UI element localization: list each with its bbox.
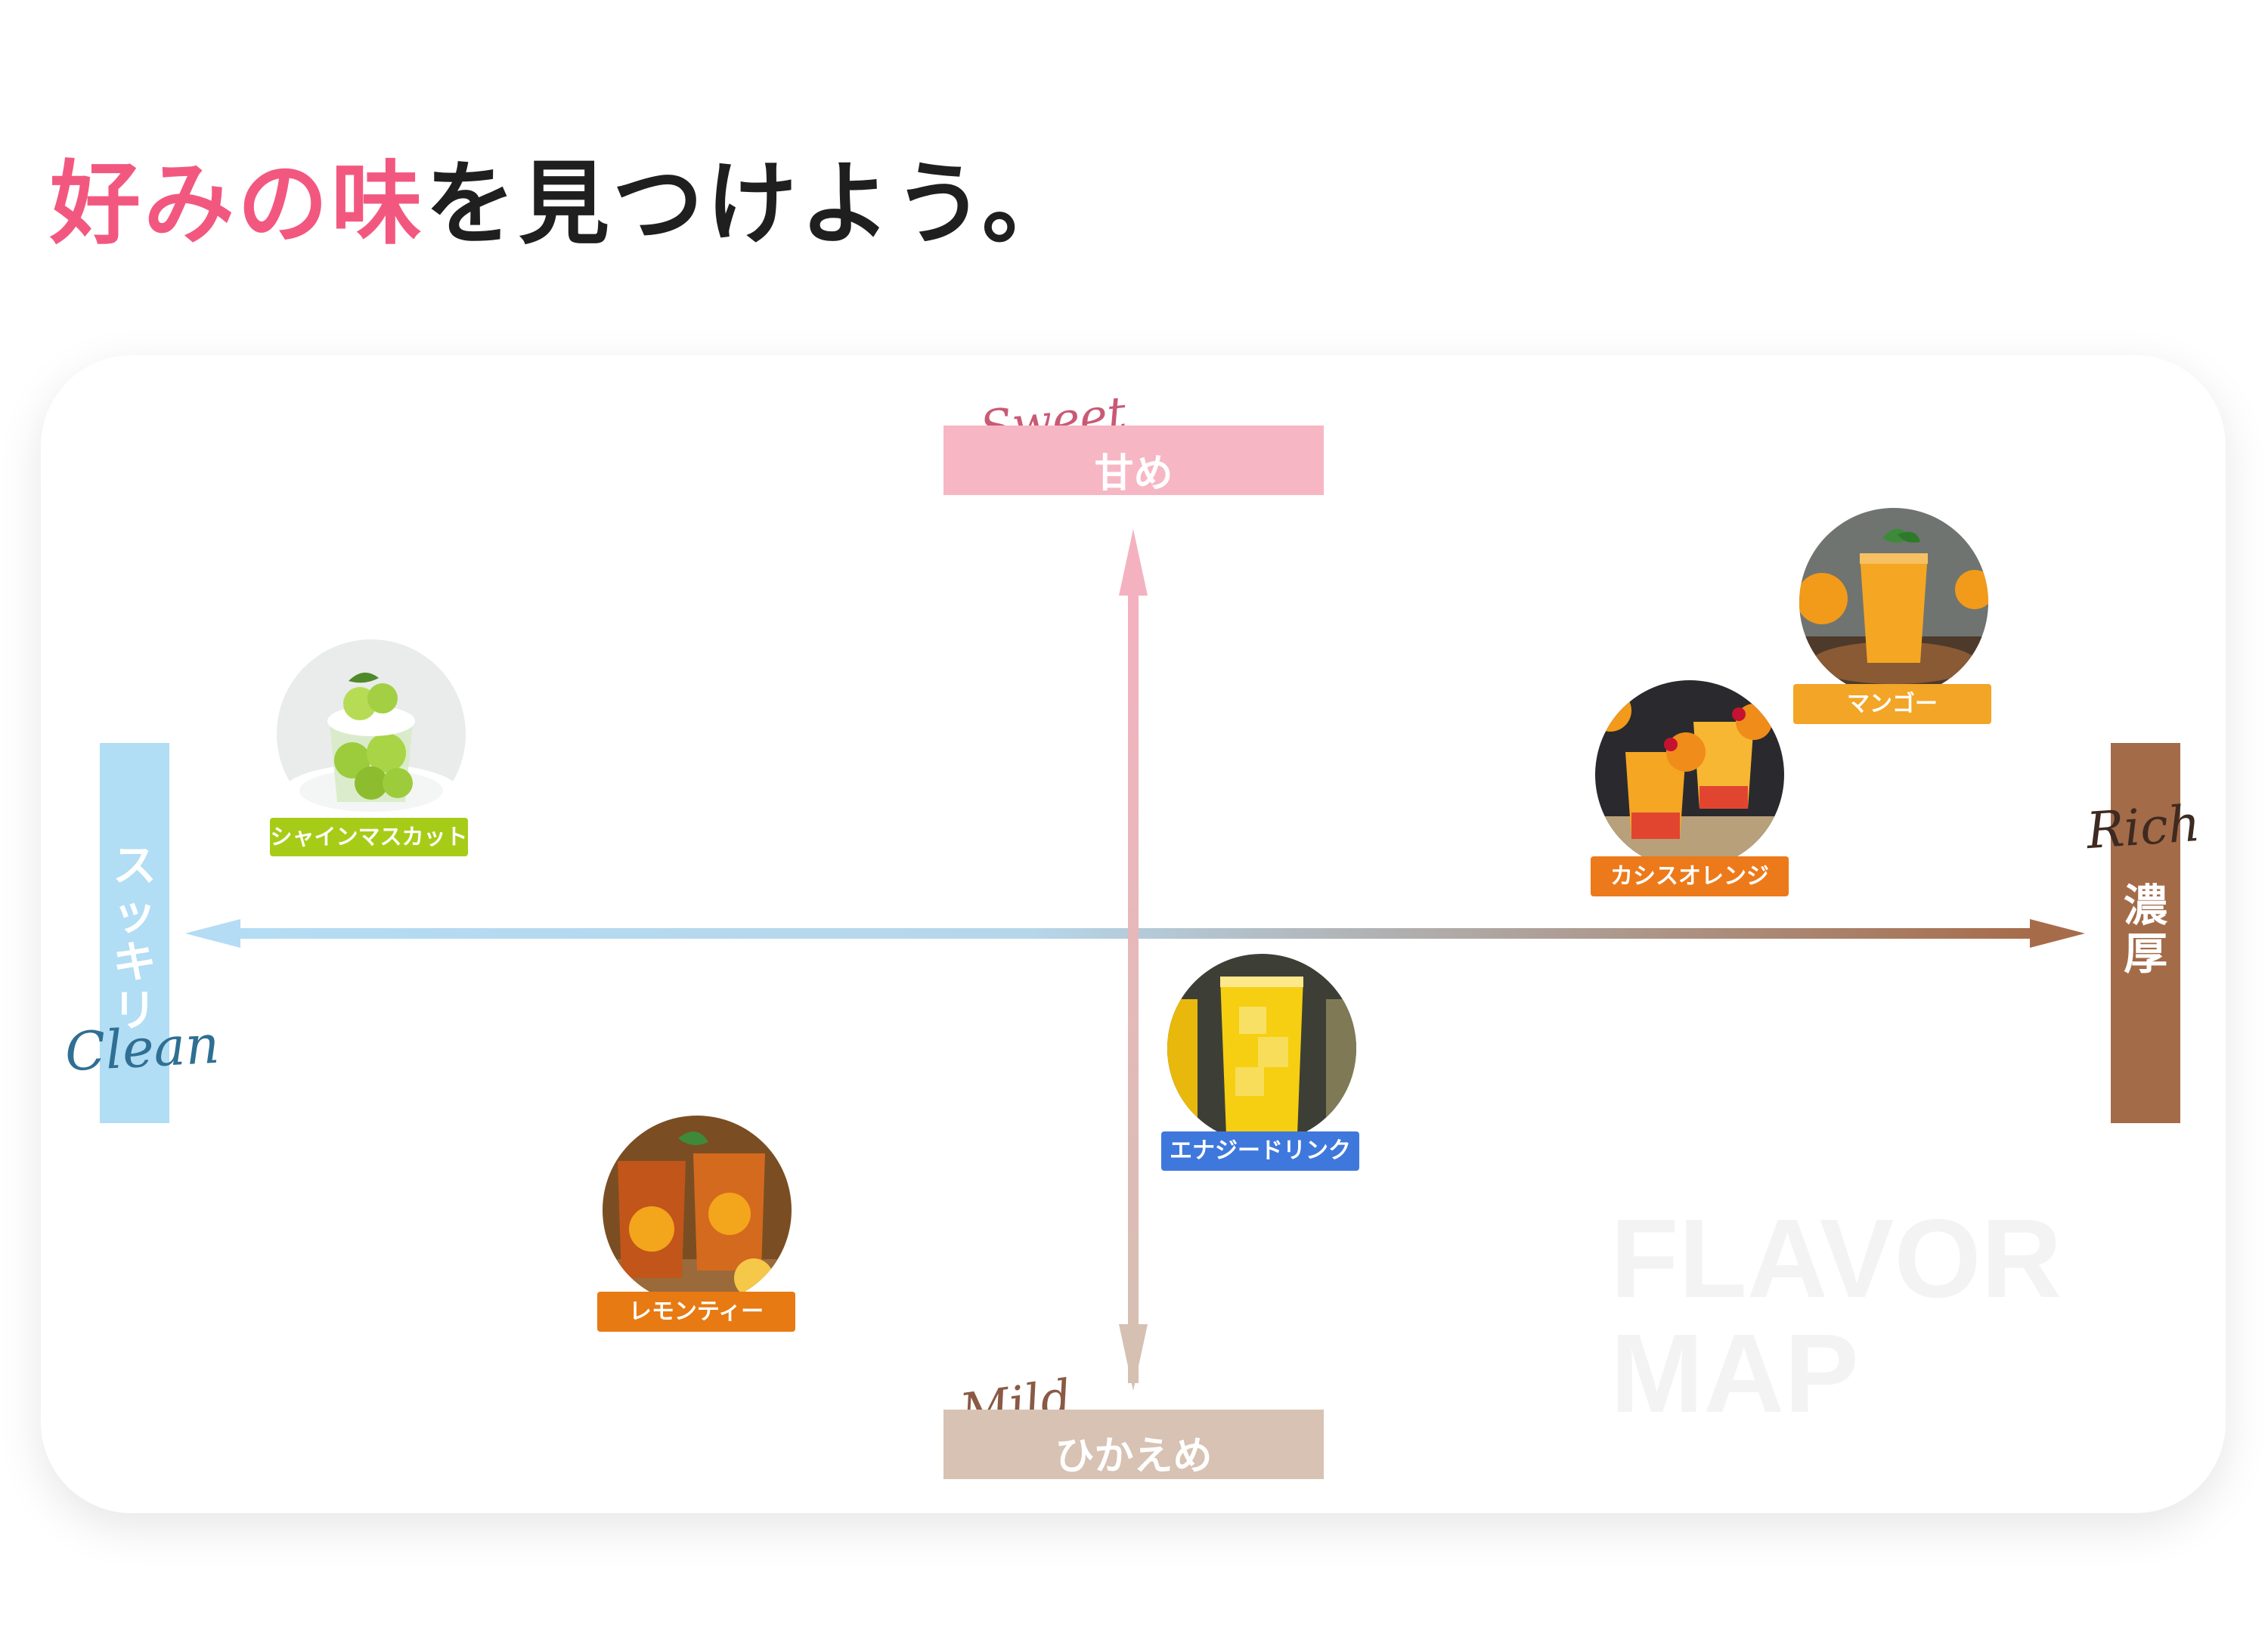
title-rest: を見つけよう。 xyxy=(425,152,1076,257)
axis-label-rich: 濃厚 xyxy=(2111,881,2180,978)
vertical-axis-arrow xyxy=(1119,529,1148,1391)
axis-label-rich-box: 濃厚 xyxy=(2111,743,2180,1123)
flavor-tag: エナジードリンク xyxy=(1161,1131,1359,1171)
flavor-tag: カシスオレンジ xyxy=(1591,856,1789,896)
watermark: FLAVOR MAP xyxy=(1610,1196,2062,1436)
title-highlight: 好みの味 xyxy=(50,152,425,257)
flavor-tag: シャインマスカット xyxy=(270,818,468,856)
mango-smoothie-icon xyxy=(1799,508,1988,697)
flavor-tag: マンゴー xyxy=(1793,684,1991,724)
vertical-char: ス xyxy=(112,840,156,891)
vertical-char: キ xyxy=(112,936,156,988)
vertical-char: 濃 xyxy=(2123,880,2167,931)
vertical-char: ッ xyxy=(112,888,156,939)
horizontal-axis-arrow xyxy=(185,919,2085,948)
iced-tea-icon xyxy=(603,1116,792,1305)
script-clean: Clean xyxy=(63,1013,222,1084)
axis-label-mild: ひかえめ xyxy=(943,1410,1324,1479)
energy-drink-icon xyxy=(1167,954,1356,1143)
cocktail-icon xyxy=(1595,680,1784,869)
axis-label-clean-box: スッキリ xyxy=(100,743,169,1123)
axis-label-sweet: 甘め xyxy=(943,426,1324,497)
grape-dessert-icon xyxy=(277,639,466,828)
script-rich: Rich xyxy=(2084,794,2202,861)
axis-label-clean: スッキリ xyxy=(100,841,169,1035)
page-title: 好みの味を見つけよう。 xyxy=(50,130,1076,262)
vertical-char: 厚 xyxy=(2123,928,2167,980)
vertical-char: リ xyxy=(112,985,156,1036)
flavor-tag: レモンティー xyxy=(597,1292,795,1332)
